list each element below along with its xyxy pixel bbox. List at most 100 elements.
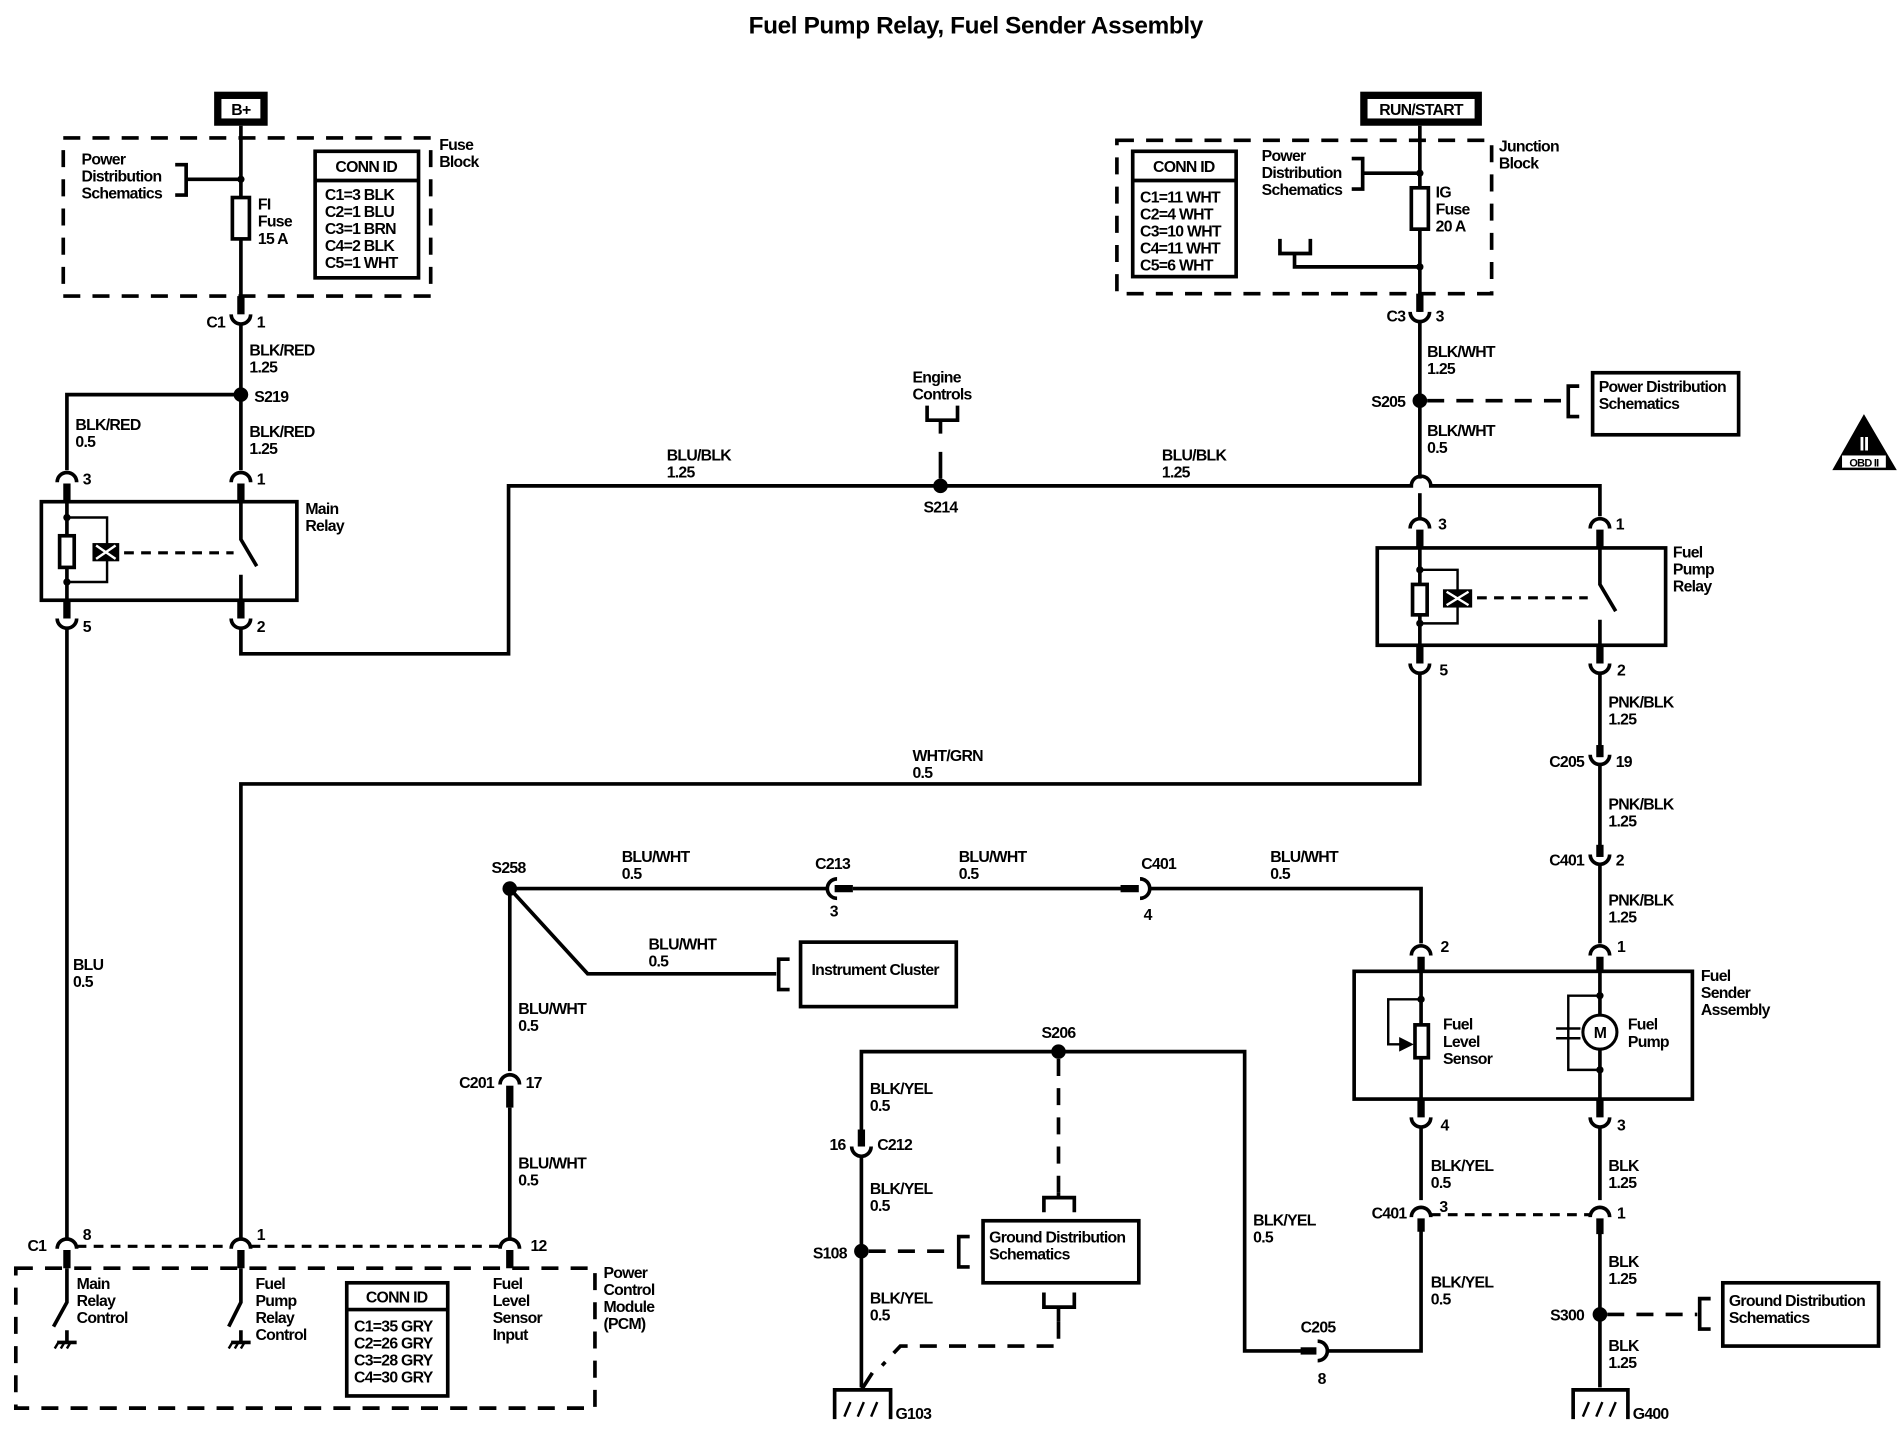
connector-c3-pin3: C3 3 (1387, 293, 1445, 326)
connector-c212-pin16: 16 C212 (829, 1129, 914, 1159)
wire-blk-yel (859, 1049, 1307, 1353)
junction-dot (1416, 169, 1424, 177)
svg-text:C1: C1 (206, 315, 226, 332)
wire-wht-grn (239, 673, 1422, 1239)
svg-text:CONN ID: CONN ID (1153, 159, 1215, 176)
svg-text:G400: G400 (1633, 1406, 1670, 1423)
junction-dot (1416, 263, 1424, 271)
svg-text:C401: C401 (1372, 1205, 1408, 1222)
power-dist-bracket-icon (1351, 156, 1420, 191)
bracket-icon (1697, 1296, 1711, 1331)
svg-text:C205: C205 (1549, 754, 1585, 771)
fi-fuse-icon (230, 195, 252, 241)
ig-fuse-icon (1409, 185, 1431, 231)
svg-text:12: 12 (530, 1238, 547, 1255)
splice-label: S258 (492, 860, 527, 877)
svg-text:C401: C401 (1549, 852, 1585, 869)
svg-text:C212: C212 (877, 1137, 913, 1154)
svg-text:19: 19 (1616, 754, 1633, 771)
svg-text:G103: G103 (895, 1406, 932, 1423)
pcm-outline (13, 1266, 597, 1410)
splice-label: S108 (813, 1245, 848, 1262)
connector-c205-pin8: C205 8 (1300, 1320, 1337, 1388)
connector-c401-pin2: C401 2 (1549, 844, 1625, 869)
svg-text:16: 16 (829, 1137, 846, 1154)
svg-text:1: 1 (1617, 1205, 1626, 1222)
bracket-icon (1566, 384, 1580, 419)
ground-g400-icon: G400 (1571, 1388, 1670, 1423)
svg-text:5: 5 (1439, 663, 1448, 680)
svg-text:2: 2 (1616, 852, 1625, 869)
connector-c205-pin19: C205 19 (1549, 745, 1634, 771)
splice-s300 (1592, 1307, 1608, 1322)
connector-c401-pins3-1: C401 3 1 (1372, 1199, 1627, 1235)
svg-text:3: 3 (1617, 1118, 1626, 1135)
svg-text:4: 4 (1441, 1118, 1450, 1135)
svg-text:2: 2 (257, 619, 266, 636)
dashed-ref-line (880, 1321, 1061, 1367)
svg-text:Instrument Cluster: Instrument Cluster (812, 962, 940, 979)
svg-text:1: 1 (1616, 517, 1625, 534)
svg-text:CONN ID: CONN ID (335, 159, 397, 176)
fuse-block-outline (61, 136, 433, 298)
svg-text:8: 8 (1318, 1371, 1327, 1388)
svg-text:II: II (1859, 434, 1869, 456)
run-start-source: RUN/START (1360, 91, 1482, 126)
splice-label: S206 (1042, 1025, 1077, 1042)
svg-text:CONN ID: CONN ID (366, 1289, 428, 1306)
bracket-icon (1042, 1192, 1077, 1213)
splice-s108 (854, 1243, 869, 1259)
svg-text:C401: C401 (1141, 856, 1177, 873)
svg-text:C205: C205 (1301, 1320, 1337, 1337)
splice-s206 (1051, 1044, 1066, 1059)
svg-text:17: 17 (526, 1075, 543, 1092)
splice-s205 (1412, 393, 1428, 409)
wire-blu-wht (1149, 886, 1423, 944)
splice-label: S219 (254, 389, 289, 406)
splice-label: S214 (923, 500, 958, 517)
instrument-cluster-box[interactable]: Instrument Cluster (798, 940, 959, 1009)
splice-s214 (933, 478, 948, 494)
obd-ii-badge-icon: II OBD II (1832, 414, 1897, 471)
fuel-pump-relay-control-switch-icon (227, 1268, 251, 1350)
